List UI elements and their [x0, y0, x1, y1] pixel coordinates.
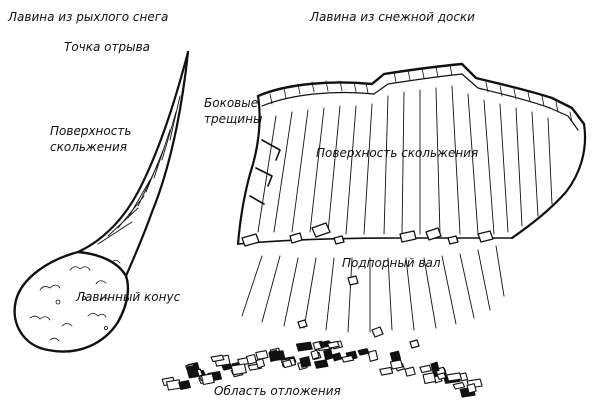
debris-block — [341, 355, 355, 363]
slab-avalanche — [161, 62, 587, 398]
lower-track-streaks — [241, 245, 505, 333]
debris-block — [379, 366, 394, 376]
debris-block — [367, 349, 379, 362]
debris-block — [452, 382, 466, 390]
debris-block — [446, 372, 463, 382]
track-blocks — [297, 275, 420, 349]
sliding-surface-hatching — [257, 85, 553, 235]
avalanche-cone-label: Лавинный конус — [76, 290, 181, 304]
debris-block — [255, 358, 266, 369]
debris-block — [422, 372, 437, 384]
loose-avalanche-track-edge — [124, 50, 190, 278]
debris-block — [186, 367, 200, 379]
debris-block — [295, 341, 313, 352]
debris-block — [466, 383, 477, 394]
debris-block — [230, 363, 247, 376]
deposition-zone-label: Область отложения — [214, 384, 341, 398]
debris-block — [404, 366, 416, 377]
debris-block — [245, 353, 257, 365]
ridge-blocks — [241, 222, 494, 247]
debris-block — [255, 350, 269, 360]
sliding-surface-right-label: Поверхность скольжения — [316, 146, 479, 160]
loose-snow-avalanche — [13, 50, 190, 353]
debris-block — [314, 359, 329, 369]
debris-block — [310, 349, 320, 360]
debris-block — [323, 348, 334, 361]
right-flank — [510, 122, 587, 240]
side-cracks-label-1: Боковые — [204, 96, 259, 110]
track-hatching — [97, 79, 185, 245]
sliding-surface-left-label-2: скольжения — [50, 140, 127, 154]
debris-block — [210, 354, 225, 363]
side-cracks — [249, 139, 281, 205]
side-cracks-label-2: трещины — [204, 112, 263, 126]
retaining-ridge-line — [237, 237, 513, 245]
debris-block — [389, 350, 402, 362]
retaining-ridge-label: Подпорный вал — [342, 256, 441, 270]
slab-avalanche-title: Лавина из снежной доски — [310, 10, 475, 24]
sliding-surface-left-label-1: Поверхность — [50, 124, 132, 138]
loose-avalanche-track — [76, 50, 190, 254]
deposition-debris — [161, 340, 483, 398]
crown-face-hatching — [269, 64, 573, 123]
debris-block — [178, 380, 191, 390]
debris-block — [326, 340, 340, 349]
debris-block — [299, 356, 312, 368]
debris-block — [419, 364, 432, 374]
crown-fracture-face — [261, 73, 579, 131]
debris-block — [357, 348, 370, 356]
cone-texture — [29, 259, 121, 342]
left-flank — [236, 94, 261, 246]
debris-block — [331, 352, 343, 362]
debris-block — [200, 373, 215, 386]
debris-block — [389, 359, 404, 370]
debris-block — [282, 359, 293, 369]
breakaway-point-label: Точка отрыва — [64, 40, 151, 54]
debris-block — [430, 361, 440, 373]
loose-avalanche-title: Лавина из рыхлого снега — [8, 10, 169, 24]
crown-fracture — [256, 62, 586, 126]
debris-block — [268, 350, 286, 362]
avalanche-cone — [13, 250, 130, 353]
